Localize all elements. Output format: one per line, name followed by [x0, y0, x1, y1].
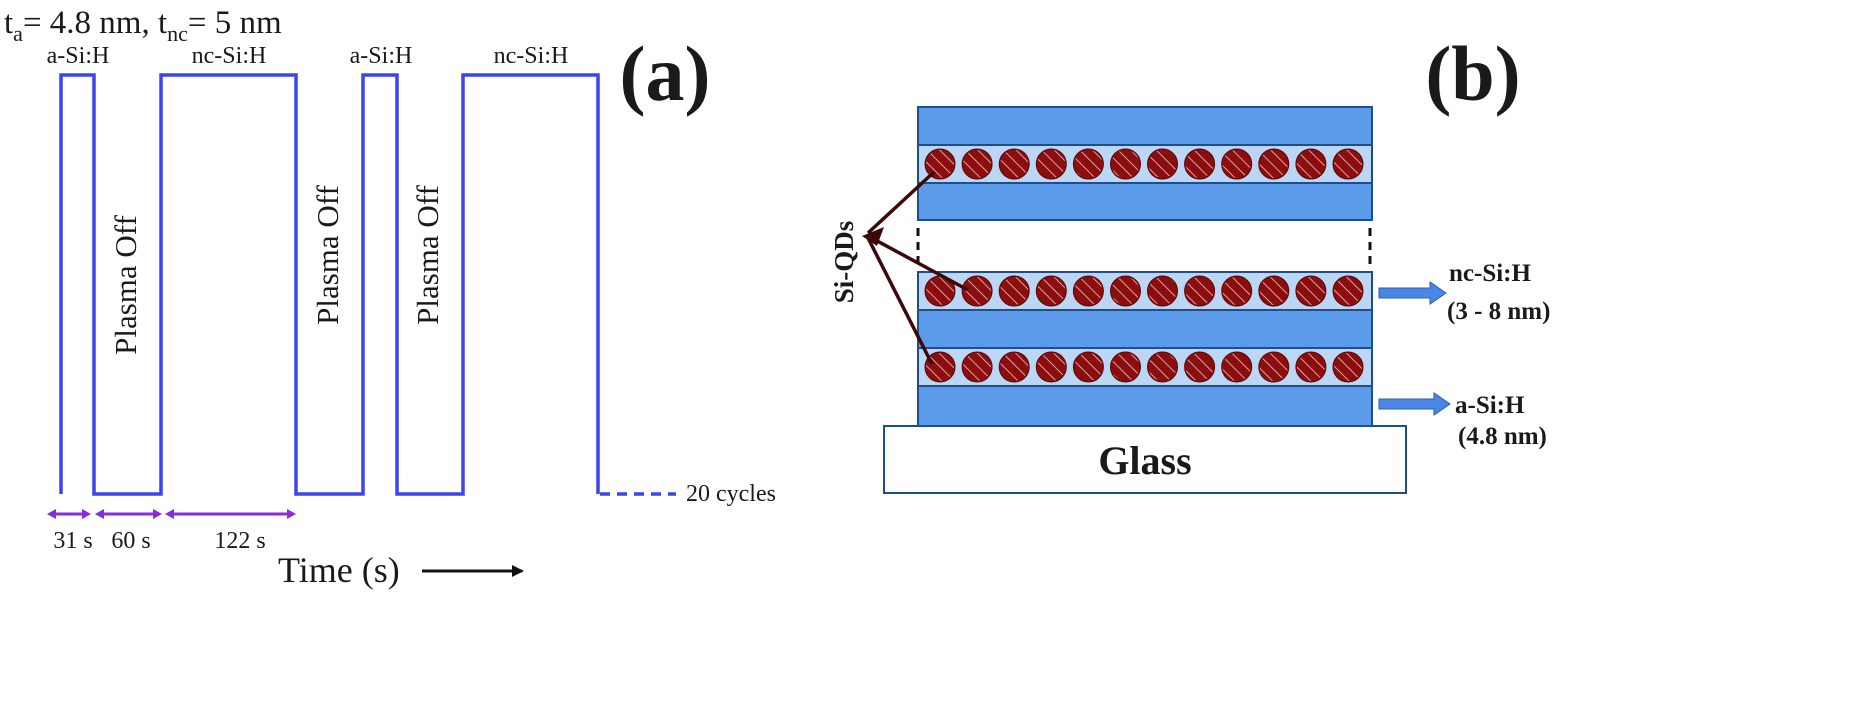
quantum-dot-hatch: [1222, 353, 1251, 381]
quantum-dot-hatch: [1296, 150, 1325, 178]
duration-label: 122 s: [214, 528, 265, 554]
quantum-dot-hatch: [1000, 277, 1029, 305]
quantum-dot-hatch: [1111, 353, 1140, 381]
panel-a-label: (a): [620, 30, 711, 117]
quantum-dot-hatch: [1000, 150, 1029, 178]
tnc-subscript: nc: [167, 21, 188, 46]
quantum-dot-hatch: [1296, 353, 1325, 381]
quantum-dot-hatch: [963, 353, 992, 381]
ta-value: = 4.8 nm,: [23, 5, 158, 41]
a-si-layer: [917, 385, 1373, 427]
quantum-dot-hatch: [1185, 150, 1214, 178]
quantum-dot-hatch: [1148, 277, 1177, 305]
deposition-waveform: [59, 73, 600, 496]
nc-si-arrow: [1378, 281, 1447, 305]
quantum-dot-hatch: [1334, 353, 1362, 381]
qd-pointer: [866, 237, 934, 365]
quantum-dot-hatch: [1074, 353, 1103, 381]
qd-pointer: [866, 170, 936, 235]
tnc-value: = 5 nm: [188, 5, 282, 41]
quantum-dot-hatch: [1259, 150, 1288, 178]
pulse-label: nc-Si:H: [192, 43, 267, 69]
a-si-layer: [917, 309, 1373, 349]
panel-a-parameters-title: ta= 4.8 nm, tnc= 5 nm: [4, 5, 282, 46]
quantum-dot-hatch: [926, 277, 954, 305]
a-si-arrow: [1378, 392, 1451, 416]
quantum-dot-hatch: [1296, 277, 1325, 305]
nc-si-label: nc-Si:H: [1449, 260, 1532, 287]
quantum-dot-hatch: [1037, 277, 1066, 305]
duration-label: 60 s: [111, 528, 150, 554]
quantum-dot-row: [924, 351, 1364, 383]
a-si-thickness: (4.8 nm): [1458, 423, 1547, 450]
duration-arrowhead: [82, 509, 91, 519]
plasma-off-label: Plasma Off: [310, 184, 345, 324]
si-qds-label: Si-QDs: [829, 221, 859, 304]
a-si-layer: [917, 182, 1373, 221]
duration-arrowhead: [153, 509, 162, 519]
quantum-dot-hatch: [1185, 353, 1214, 381]
glass-substrate: [883, 425, 1407, 494]
tnc-symbol: t: [158, 5, 167, 41]
plasma-off-label: Plasma Off: [108, 214, 143, 354]
quantum-dot-hatch: [1148, 353, 1177, 381]
quantum-dot-row: [924, 275, 1364, 307]
quantum-dot-hatch: [1111, 277, 1140, 305]
nc-si-thickness: (3 - 8 nm): [1447, 298, 1550, 325]
top-layer-stack: [917, 106, 1373, 221]
a-si-layer: [917, 106, 1373, 146]
qd-pointer-lines: [862, 170, 969, 365]
quantum-dot-hatch: [1334, 277, 1362, 305]
quantum-dot-hatch: [1074, 277, 1103, 305]
quantum-dot-hatch: [963, 277, 992, 305]
quantum-dot-hatch: [1222, 277, 1251, 305]
quantum-dot-hatch: [1037, 150, 1066, 178]
glass-label: Glass: [1098, 438, 1191, 483]
qd-pointer-arrowhead: [862, 227, 884, 246]
nc-si-callout: nc-Si:H (3 - 8 nm): [1378, 260, 1550, 325]
quantum-dot-hatch: [1111, 150, 1140, 178]
bottom-layer-stack: [917, 271, 1373, 427]
quantum-dot-hatch: [963, 150, 992, 178]
quantum-dot-hatch: [1222, 150, 1251, 178]
duration-arrowhead: [287, 509, 296, 519]
quantum-dot-row: [924, 148, 1364, 180]
time-axis-label: Time (s): [278, 550, 400, 590]
quantum-dot-hatch: [1148, 150, 1177, 178]
panel-b: (b) Glass Si-QDs: [829, 30, 1550, 494]
quantum-dot-hatch: [1074, 150, 1103, 178]
duration-arrows: [47, 509, 296, 519]
a-si-callout: a-Si:H (4.8 nm): [1378, 392, 1547, 450]
duration-arrowhead: [165, 509, 174, 519]
quantum-dot-hatch: [926, 353, 954, 381]
duration-arrowhead: [47, 509, 56, 519]
plasma-off-label: Plasma Off: [410, 184, 445, 324]
panel-b-label: (b): [1425, 30, 1520, 117]
quantum-dot-hatch: [1334, 150, 1362, 178]
quantum-dot-hatch: [1000, 353, 1029, 381]
duration-label: 31 s: [53, 528, 92, 554]
qd-pointer: [867, 234, 969, 292]
panel-a: ta= 4.8 nm, tnc= 5 nm (a) a-Si:H nc-Si:H…: [4, 5, 776, 590]
quantum-dot-hatch: [1259, 277, 1288, 305]
cycles-label: 20 cycles: [686, 481, 776, 507]
pulse-label: a-Si:H: [47, 43, 110, 69]
pulse-label: a-Si:H: [350, 43, 413, 69]
quantum-dot-hatch: [1185, 277, 1214, 305]
ta-subscript: a: [13, 21, 23, 46]
duration-arrowhead: [95, 509, 104, 519]
a-si-label: a-Si:H: [1455, 392, 1525, 419]
quantum-dot-hatch: [1259, 353, 1288, 381]
quantum-dot-hatch: [1037, 353, 1066, 381]
pulse-label: nc-Si:H: [494, 43, 569, 69]
ta-symbol: t: [4, 5, 13, 41]
